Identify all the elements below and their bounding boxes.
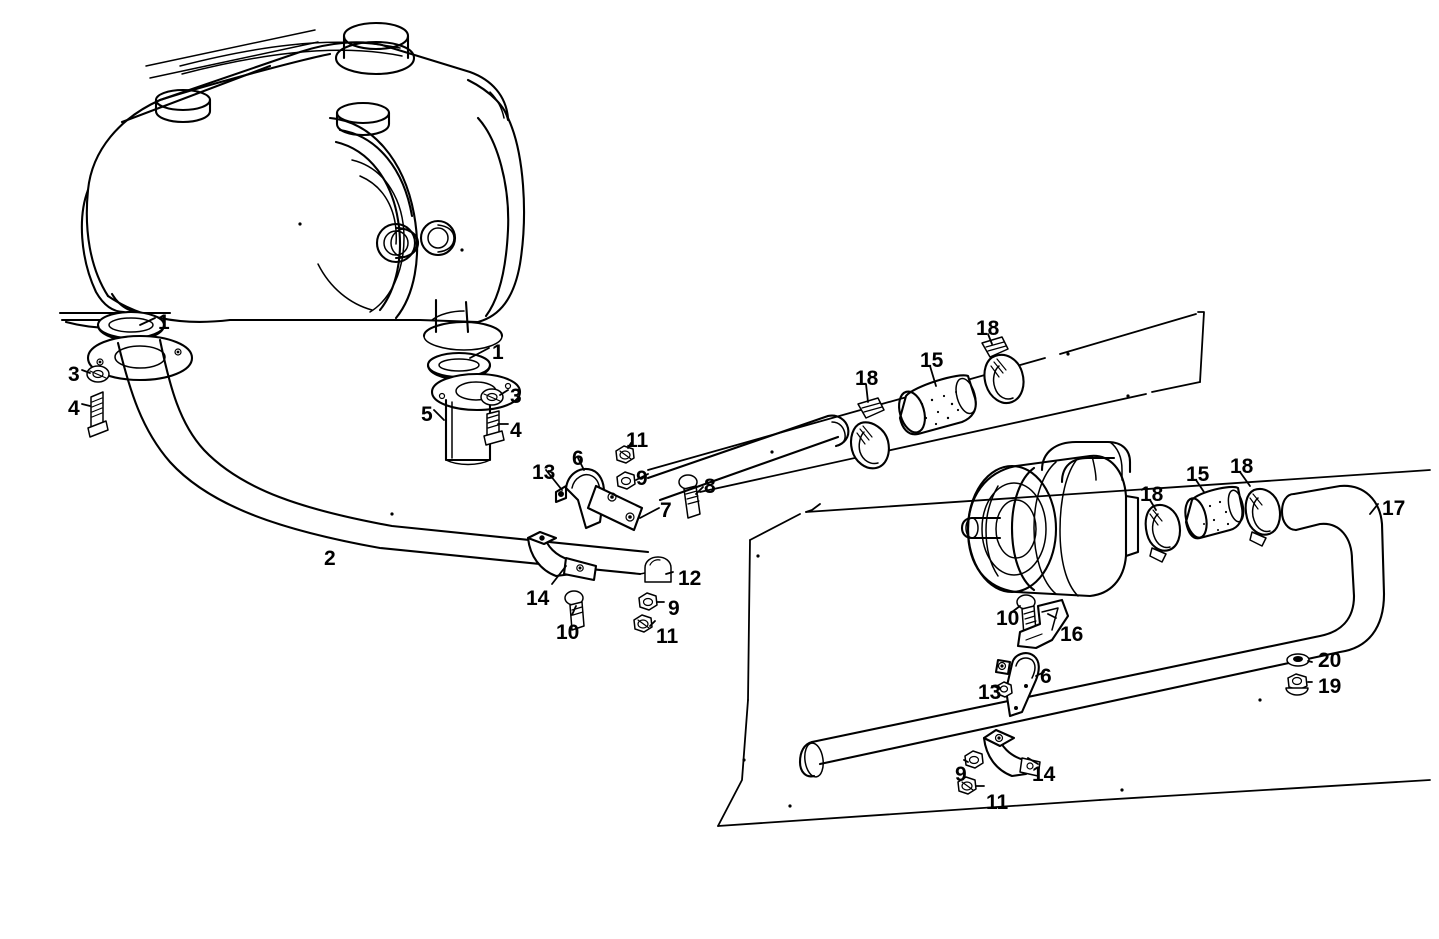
washer-9-upper <box>616 471 636 490</box>
callout-number-18: 18 <box>976 317 1000 340</box>
callout-number-20: 20 <box>1318 649 1342 672</box>
gasket-and-flange-left <box>86 310 194 382</box>
callout-number-10: 10 <box>996 607 1020 630</box>
clamp-assembly-detail <box>982 652 1041 778</box>
callout-number-11: 11 <box>656 625 679 648</box>
callout-number-3: 3 <box>68 363 80 386</box>
gasket-and-flange-right <box>426 351 522 466</box>
hose-clamp-18-d <box>1244 487 1282 547</box>
bolt-8 <box>678 474 701 519</box>
callout-number-14: 14 <box>1032 763 1056 786</box>
muffler-body <box>85 21 526 324</box>
cap-nut-12 <box>644 556 672 583</box>
washer-9-lower <box>638 592 658 611</box>
washer-3-right <box>480 388 504 406</box>
nut-11-lower <box>633 614 653 633</box>
callout-number-11: 11 <box>626 429 649 452</box>
exhaust-pipe-17 <box>798 484 1386 778</box>
callout-number-12: 12 <box>678 567 702 590</box>
flat-washer-20 <box>1286 653 1310 667</box>
washer-3-left <box>86 365 110 383</box>
detail-pipe-upper <box>646 414 850 502</box>
mounting-bracket-16 <box>1016 598 1070 650</box>
callout-number-14: 14 <box>526 587 550 610</box>
callout-number-4: 4 <box>68 397 80 420</box>
callout-number-5: 5 <box>421 403 433 426</box>
clamp-assembly-left <box>526 468 644 582</box>
callout-number-18: 18 <box>1140 483 1164 506</box>
nut-11-upper <box>615 445 635 464</box>
callout-number-18: 18 <box>855 367 879 390</box>
hose-clamp-18-b <box>981 336 1025 405</box>
callout-number-16: 16 <box>1060 623 1084 646</box>
detail-panel-outline-lower <box>717 352 1431 827</box>
callout-number-10: 10 <box>556 621 580 644</box>
callout-number-13: 13 <box>978 681 1002 704</box>
hose-clamp-18-c <box>1144 503 1182 563</box>
callout-number-6: 6 <box>572 447 584 470</box>
callout-number-17: 17 <box>1382 497 1406 520</box>
leader-lines <box>81 317 1379 787</box>
nut-11-detail <box>957 776 977 795</box>
detail-panel-outline-upper <box>647 311 1205 493</box>
callout-number-7: 7 <box>660 499 672 522</box>
hose-clamp-18-a <box>849 397 890 470</box>
callout-number-11: 11 <box>986 791 1009 814</box>
callout-number-2: 2 <box>324 547 336 570</box>
callout-number-15: 15 <box>920 349 944 372</box>
rubber-hose-15-b <box>1184 485 1245 540</box>
callout-number-9: 9 <box>668 597 680 620</box>
bolt-4-left <box>87 391 109 438</box>
rubber-hose-15-a <box>898 374 977 436</box>
callout-number-3: 3 <box>510 385 522 408</box>
bolt-4-right <box>483 410 505 446</box>
callout-number-8: 8 <box>704 475 716 498</box>
bolt-10-left <box>564 590 585 631</box>
washer-9-detail <box>964 750 984 769</box>
callout-number-6: 6 <box>1040 665 1052 688</box>
callout-number-15: 15 <box>1186 463 1210 486</box>
callout-number-18: 18 <box>1230 455 1254 478</box>
callout-number-9: 9 <box>636 467 648 490</box>
callout-number-13: 13 <box>532 461 556 484</box>
flange-nut-19 <box>1285 673 1309 696</box>
callout-number-1: 1 <box>492 341 504 364</box>
callout-number-19: 19 <box>1318 675 1342 698</box>
callout-number-4: 4 <box>510 419 522 442</box>
detail-muffler-unit <box>960 440 1140 598</box>
callout-number-1: 1 <box>158 311 170 334</box>
callout-number-9: 9 <box>955 763 967 786</box>
